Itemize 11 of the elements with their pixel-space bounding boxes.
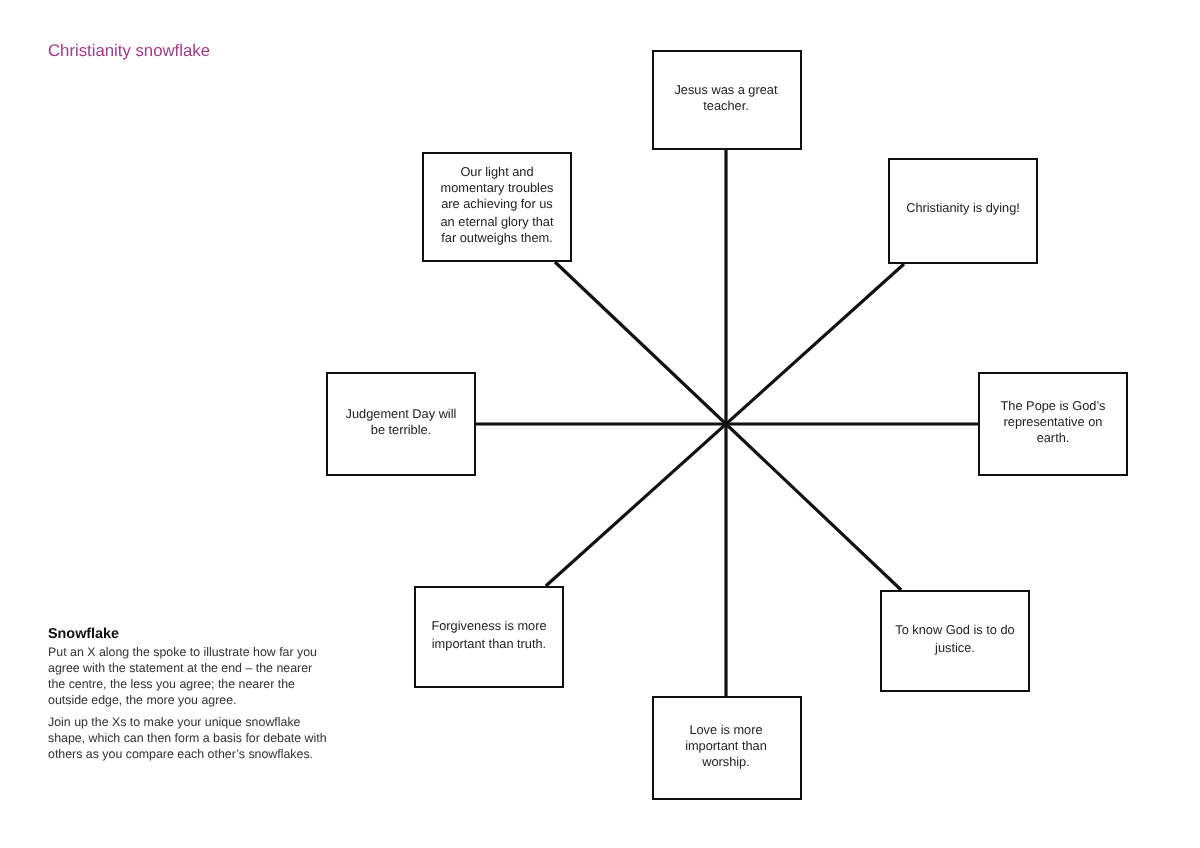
statement-box — [978, 372, 1128, 476]
spoke-line — [476, 422, 978, 426]
statement-box — [880, 590, 1030, 692]
statement-box — [888, 158, 1038, 264]
spoke-line — [724, 150, 728, 696]
statement-box — [326, 372, 476, 476]
diagram-title: Christianity snowflake — [48, 40, 210, 60]
statement-box — [414, 586, 564, 688]
statement-box — [651, 696, 801, 800]
statement-box — [422, 152, 572, 262]
statement-box — [651, 50, 801, 150]
